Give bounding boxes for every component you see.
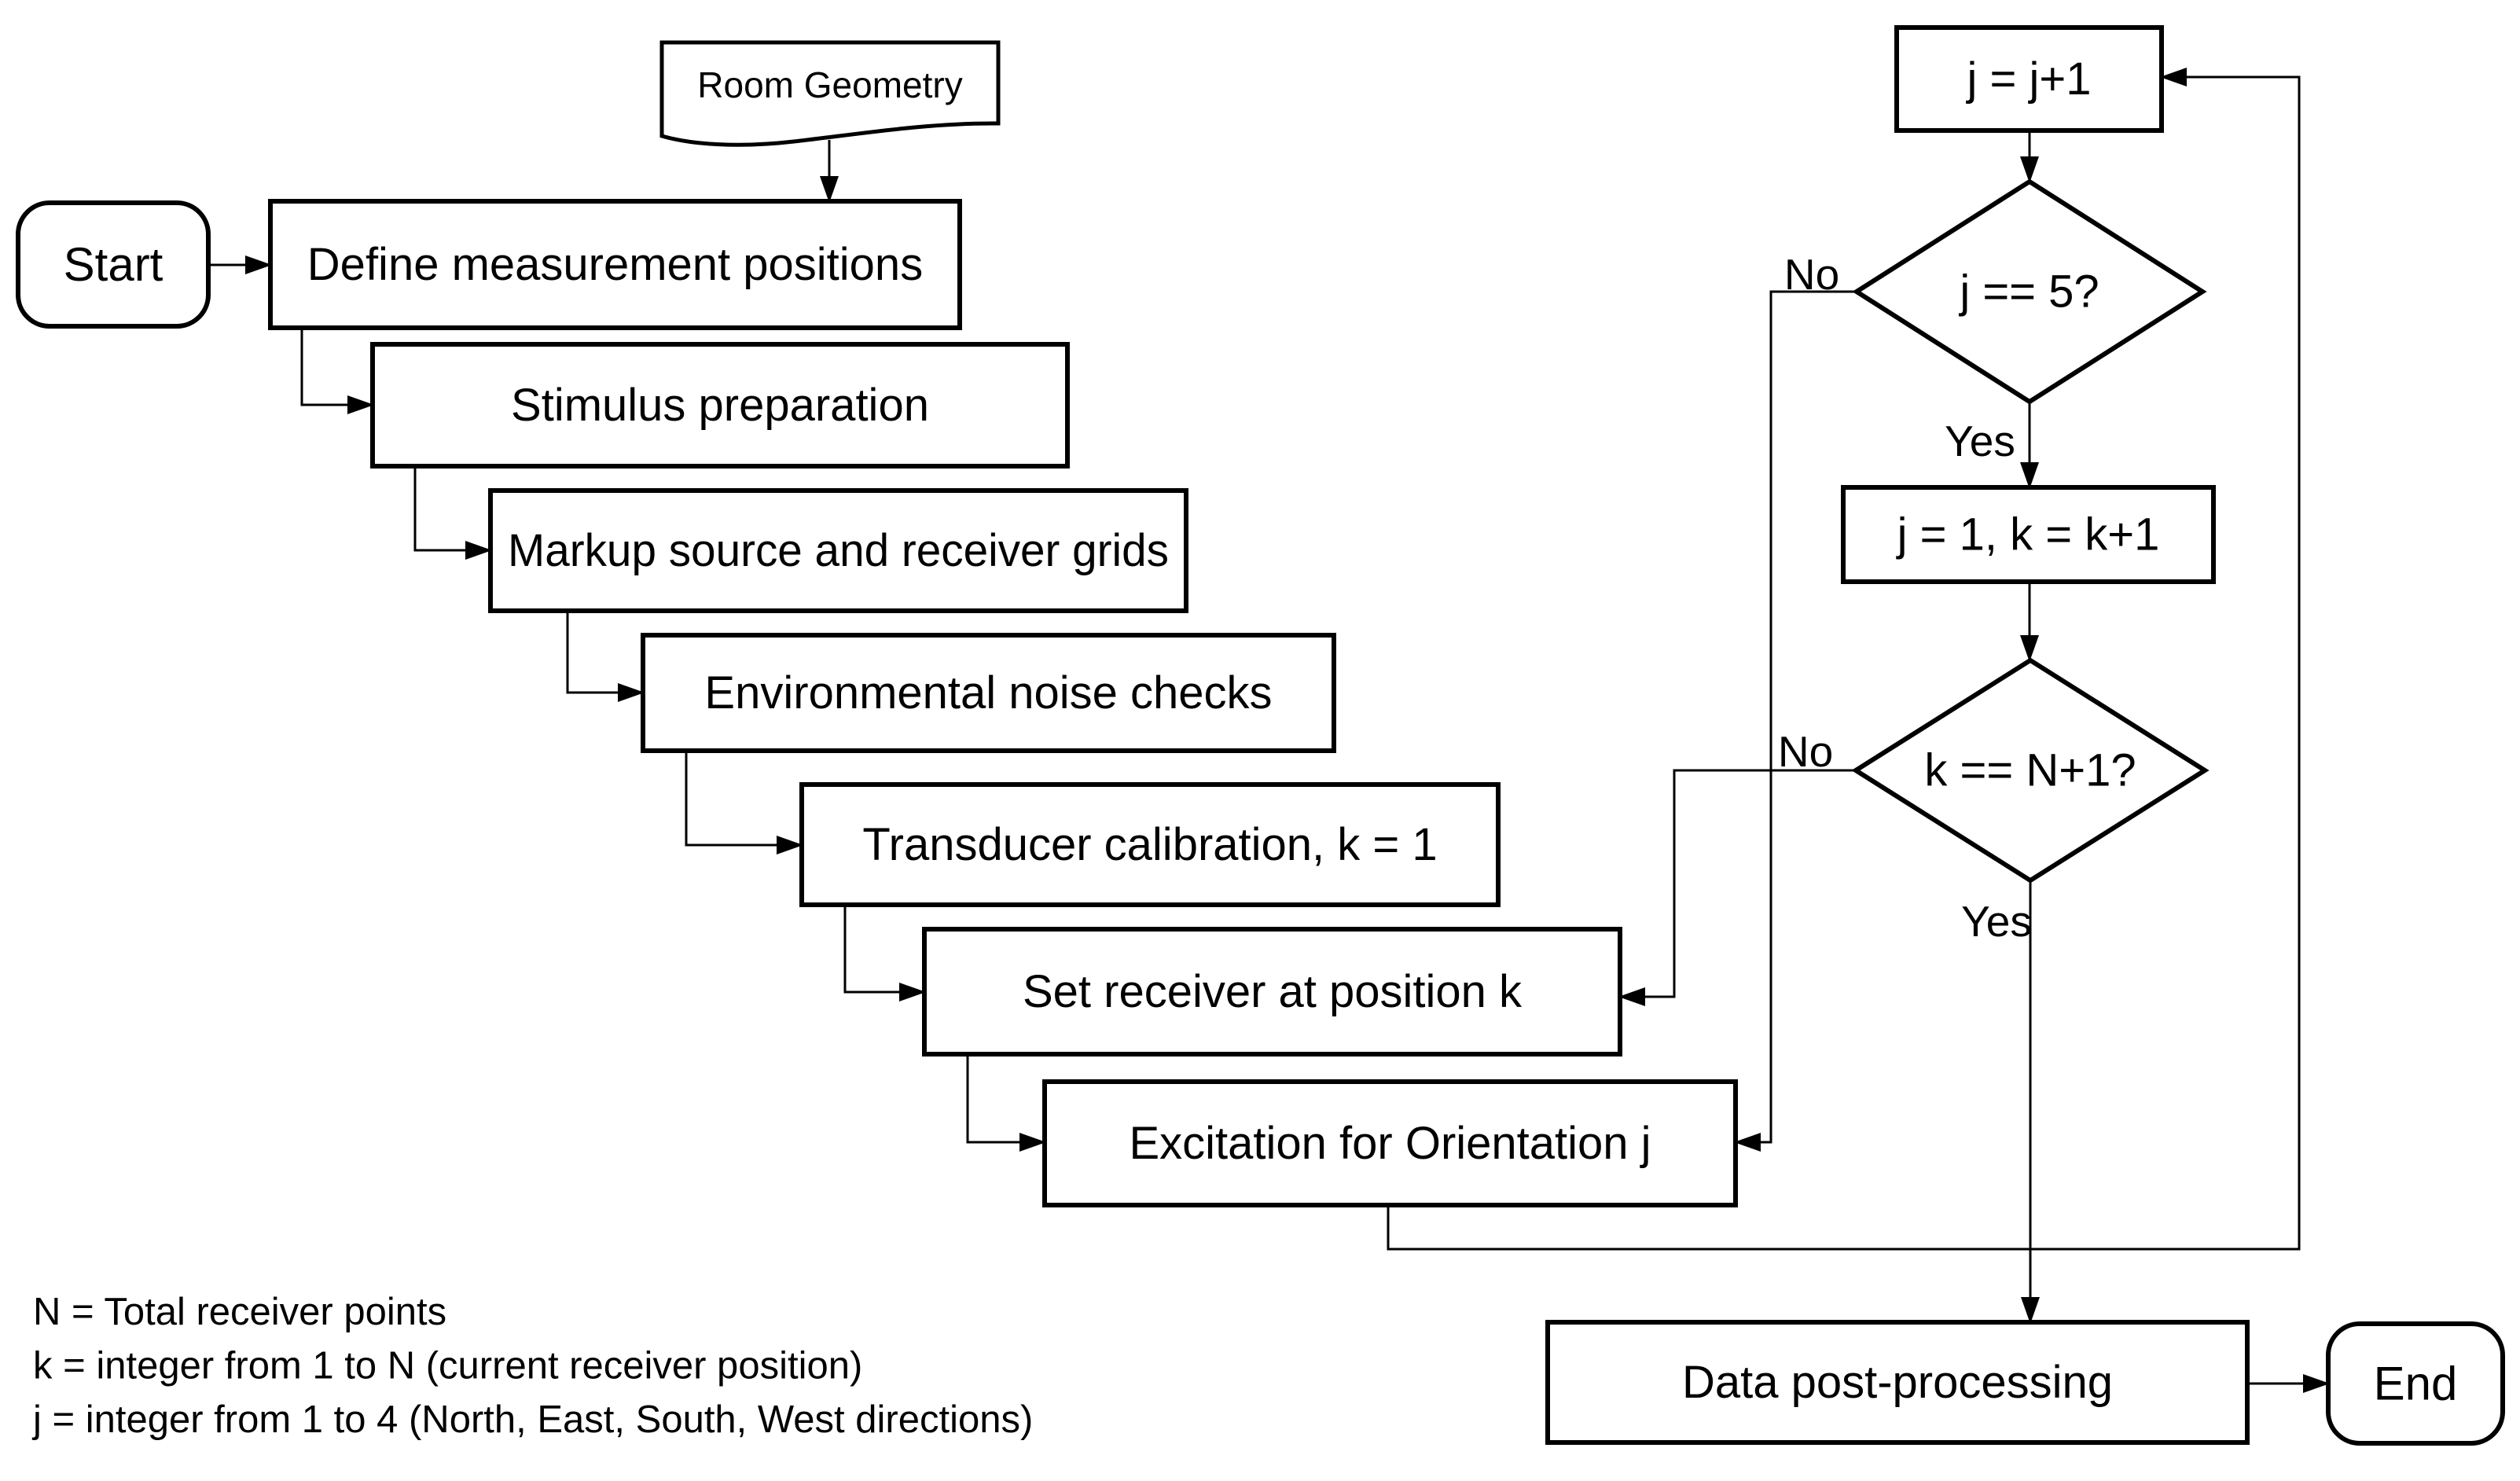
- edge-excitation-loop-to-j-increment: [1387, 68, 2301, 1251]
- legend-line-3: j = integer from 1 to 4 (North, East, So…: [31, 1398, 1033, 1441]
- edge-markup-to-noise: [566, 611, 645, 702]
- edge-receiver-to-excitation: [966, 1054, 1046, 1152]
- node-end: [2326, 1321, 2505, 1446]
- node-set-receiver-position: [922, 927, 1622, 1057]
- edge-k-test-no-to-receiver: [1618, 769, 1856, 1006]
- edge-noise-to-transducer: [685, 751, 803, 854]
- edge-transducer-to-receiver: [843, 905, 926, 1001]
- node-label-start: Start: [64, 238, 163, 291]
- legend-line-2: k = integer from 1 to N (current receive…: [33, 1345, 862, 1387]
- node-j-reset-k-increment: [1841, 485, 2216, 584]
- node-label-set-receiver-position: Set receiver at position k: [1023, 966, 1523, 1017]
- node-label-define-measurement-positions: Define measurement positions: [307, 239, 923, 290]
- node-label-transducer-calibration: Transducer calibration, k = 1: [862, 819, 1437, 870]
- node-define-measurement-positions: [268, 199, 962, 330]
- node-label-data-post-processing: Data post-processing: [1682, 1357, 2113, 1408]
- node-label-markup-source-receiver-grids: Markup source and receiver grids: [508, 525, 1169, 576]
- node-start: [16, 200, 211, 329]
- node-label-end: End: [2374, 1358, 2458, 1410]
- node-label-stimulus-preparation: Stimulus preparation: [511, 380, 929, 431]
- node-stimulus-preparation: [370, 342, 1070, 469]
- node-data-post-processing: [1545, 1320, 2250, 1445]
- node-environmental-noise-checks: [641, 633, 1336, 753]
- node-room-geometry: [659, 40, 1001, 147]
- node-label-j-equals-5: j == 5?: [1958, 266, 2099, 318]
- edge-define-to-stimulus: [300, 328, 374, 414]
- node-k-equals-n-plus-1: [1851, 657, 2210, 884]
- edge-label-k-test-yes: Yes: [1961, 897, 2032, 946]
- node-label-j-reset-k-increment: j = 1, k = k+1: [1896, 509, 2160, 560]
- node-transducer-calibration: [799, 782, 1501, 907]
- edge-label-j-test-no: No: [1784, 250, 1839, 299]
- edge-stimulus-to-markup: [413, 466, 492, 560]
- edge-j-test-no-to-excitation: [1734, 290, 1857, 1152]
- edge-label-k-test-no: No: [1778, 727, 1833, 776]
- node-label-room-geometry: Room Geometry: [697, 64, 962, 105]
- edge-label-j-test-yes: Yes: [1945, 417, 2015, 465]
- node-j-increment: [1894, 25, 2164, 133]
- legend-line-1: N = Total receiver points: [33, 1291, 446, 1333]
- node-label-k-equals-n-plus-1: k == N+1?: [1924, 745, 2136, 796]
- node-label-j-increment: j = j+1: [1966, 53, 2092, 105]
- node-label-environmental-noise-checks: Environmental noise checks: [704, 667, 1272, 718]
- node-markup-source-receiver-grids: [488, 488, 1188, 613]
- node-excitation-orientation: [1042, 1079, 1738, 1207]
- node-j-equals-5: [1852, 178, 2207, 405]
- node-label-excitation-orientation: Excitation for Orientation j: [1129, 1118, 1651, 1169]
